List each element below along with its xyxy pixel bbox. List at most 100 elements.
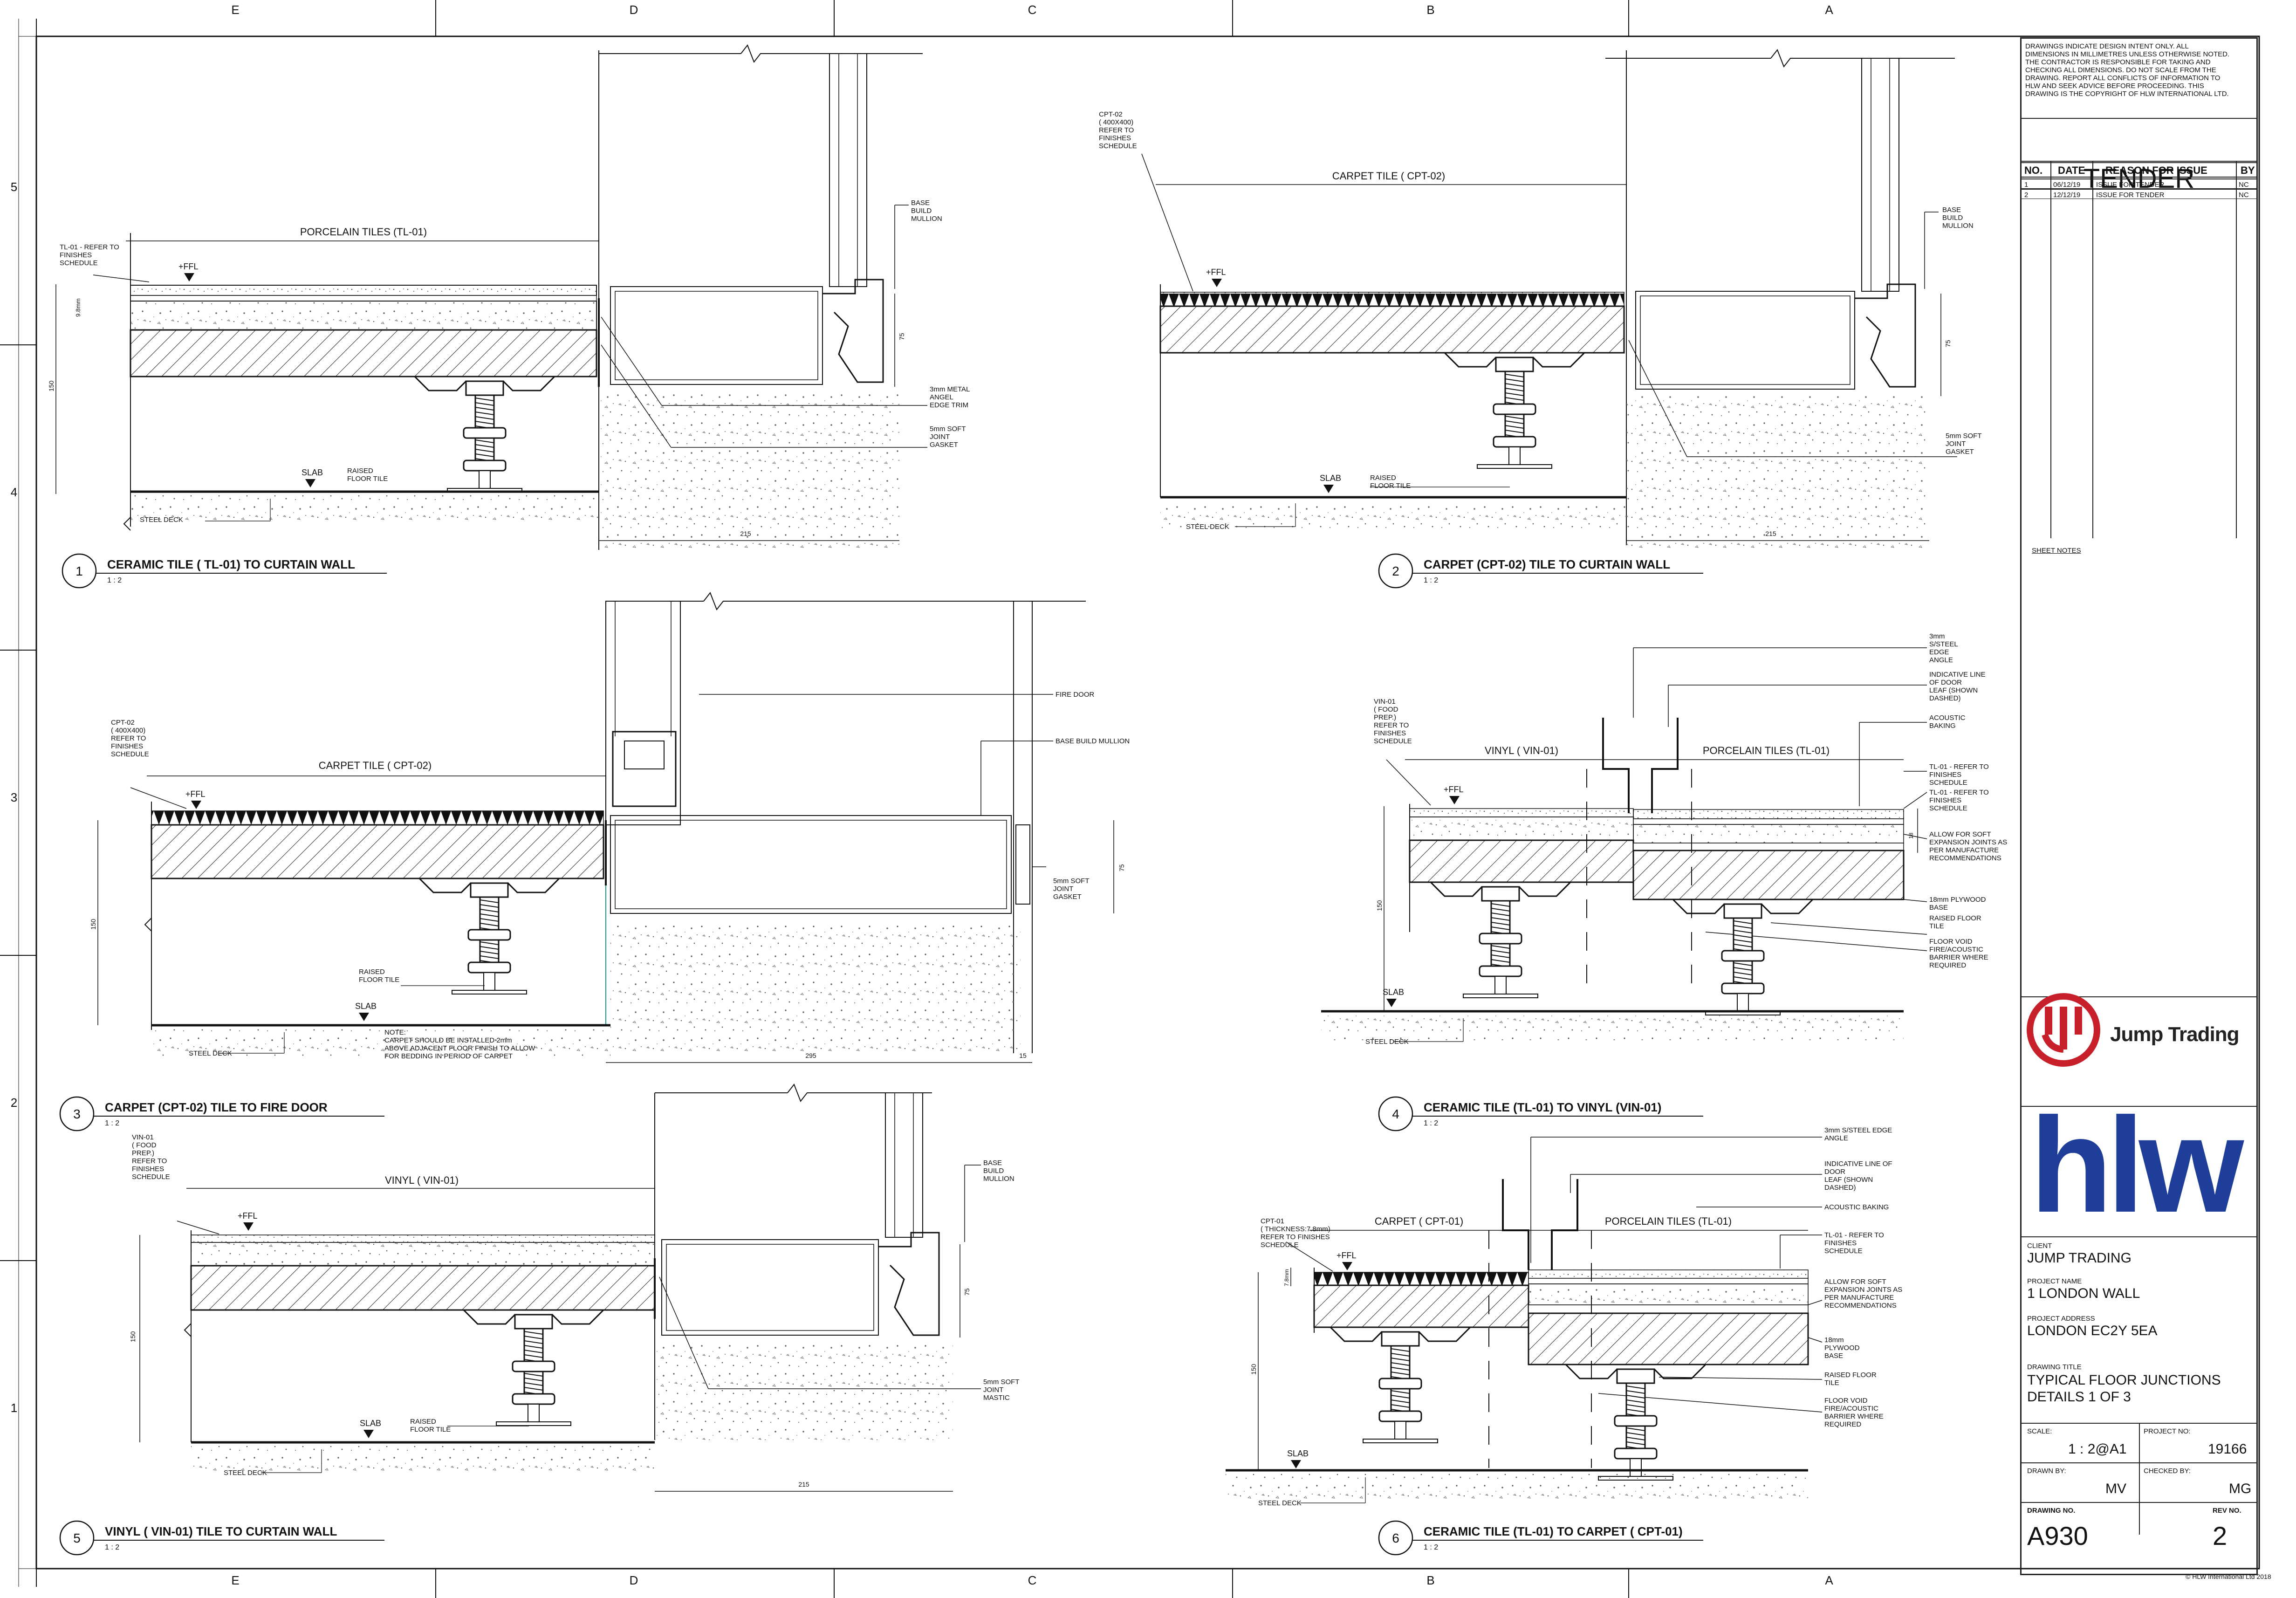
grid-column-label: B <box>1426 3 1434 17</box>
plywood-note: BASE <box>1824 1352 1843 1360</box>
revision-reason: ISSUE FOR TENDER <box>2096 181 2165 189</box>
detail-number-bubble <box>1378 1520 1413 1556</box>
grid-column-label: E <box>231 1573 239 1587</box>
edge-trim-note: EDGE TRIM <box>930 401 968 409</box>
mullion-note: BASE <box>911 199 930 207</box>
plywood-note: BASE <box>1929 904 1948 912</box>
project-no-value: 19166 <box>2208 1441 2247 1457</box>
rev-header-date: DATE <box>2058 165 2085 176</box>
raised-floor-note: TILE <box>1929 922 1944 930</box>
grid-column-label: D <box>630 1573 638 1587</box>
grid-column-label: C <box>1028 3 1037 17</box>
cpt01-note: ( THICKNESS:7.8mm) <box>1261 1225 1330 1233</box>
grid-column-label: B <box>1426 1573 1434 1587</box>
ffl-level-marker <box>243 1222 254 1231</box>
detail-number-bubble <box>59 1096 95 1132</box>
door-leaf-note: DASHED) <box>1929 694 1961 702</box>
acoustic-note: ACOUSTIC <box>1929 714 1966 722</box>
mullion-note: BASE <box>983 1159 1002 1167</box>
steel-deck-label: STEEL DECK <box>224 1469 267 1477</box>
drawing-no-divider <box>2022 1502 2256 1503</box>
finish-label: PORCELAIN TILES (TL-01) <box>1605 1215 1732 1227</box>
slab-level-marker <box>305 479 315 487</box>
mullion-note: BUILD <box>911 207 932 215</box>
finish-label: PORCELAIN TILES (TL-01) <box>300 226 427 238</box>
scale-col-divider <box>2139 1423 2140 1535</box>
floor-pedestal <box>1672 898 1814 1015</box>
revision-reason: ISSUE FOR TENDER <box>2096 191 2165 199</box>
disclaimer-line: DIMENSIONS IN MILLIMETRES UNLESS OTHERWI… <box>2025 50 2230 58</box>
rev-header-by: BY <box>2241 165 2255 176</box>
slab-level-marker <box>363 1430 374 1438</box>
detail-3-carpet-to-fire-door <box>97 591 1114 1063</box>
detail-scale: 1 : 2 <box>107 576 122 584</box>
title-block: DRAWINGS INDICATE DESIGN INTENT ONLY. AL… <box>2020 37 2258 1575</box>
gasket-note: GASKET <box>1053 893 1082 901</box>
detail-number-bubble <box>59 1520 95 1556</box>
vin01-note: VIN-01 <box>1374 698 1396 706</box>
floor-pedestal <box>1565 1364 1707 1481</box>
slab-label: SLAB <box>355 1001 377 1011</box>
detail-title: VINYL ( VIN-01) TILE TO CURTAIN WALL <box>105 1524 337 1538</box>
scale-label: SCALE: <box>2027 1427 2052 1435</box>
dimension: 9.8mm <box>75 298 82 317</box>
dimension: 15 <box>1019 1052 1027 1059</box>
vin01-note: SCHEDULE <box>132 1173 170 1181</box>
checked-by-value: MG <box>2229 1481 2252 1496</box>
edge-trim-note: ANGEL <box>930 393 953 401</box>
detail-scale: 1 : 2 <box>1424 1543 1438 1551</box>
drawing-title-line-2: DETAILS 1 OF 3 <box>2027 1389 2131 1405</box>
dimension: 215 <box>1765 530 1776 537</box>
acoustic-note: ACOUSTIC BAKING <box>1824 1203 1889 1211</box>
gasket-note: JOINT <box>930 433 950 441</box>
expansion-note: EXPANSION JOINTS AS <box>1929 838 2007 846</box>
detail-5-vinyl-to-curtain-wall <box>139 1083 981 1492</box>
client-logo-panel: Jump Trading <box>2022 993 2256 1145</box>
dimension: 295 <box>805 1052 816 1059</box>
expansion-note: ALLOW FOR SOFT <box>1824 1278 1886 1286</box>
firm-logo-panel: hlw <box>2022 1097 2256 1246</box>
detail-scale: 1 : 2 <box>105 1119 119 1127</box>
carpet-note: ABOVE ADJACENT FLOOR FINISH TO ALLOW <box>384 1044 535 1052</box>
detail-number: 6 <box>1392 1531 1399 1545</box>
scale-value: 1 : 2@A1 <box>2068 1441 2127 1457</box>
drawn-by-label: DRAWN BY: <box>2027 1467 2066 1475</box>
cpt02-note: SCHEDULE <box>111 750 149 758</box>
raised-floor-note: TILE <box>1824 1379 1839 1387</box>
status-divider <box>2022 162 2256 163</box>
door-leaf-note: DASHED) <box>1824 1184 1856 1192</box>
door-leaf-note: OF DOOR <box>1929 679 1962 686</box>
floor-void-note: FIRE/ACOUSTIC <box>1929 946 1983 953</box>
detail-2-carpet-to-curtain-wall <box>1141 48 1957 550</box>
floor-void-note: FLOOR VOID <box>1824 1397 1868 1405</box>
client-value: JUMP TRADING <box>2027 1250 2132 1266</box>
ffl-label: +FFL <box>1336 1251 1357 1260</box>
slab-level-marker <box>1323 485 1334 493</box>
ffl-level-marker <box>184 273 194 281</box>
mastic-note: 5mm SOFT <box>983 1378 1020 1386</box>
project-name-label: PROJECT NAME <box>2027 1277 2082 1285</box>
disclaimer-line: HLW AND SEEK ADVICE BEFORE PROCEEDING. T… <box>2025 82 2204 90</box>
finish-label: VINYL ( VIN-01) <box>385 1174 459 1186</box>
tl01-note: SCHEDULE <box>1929 804 1967 812</box>
mullion-note: BUILD <box>983 1167 1004 1175</box>
project-address-label: PROJECT ADDRESS <box>2027 1315 2095 1323</box>
ffl-label: +FFL <box>178 262 199 271</box>
ffl-label: +FFL <box>185 789 206 799</box>
floor-void-note: BARRIER WHERE <box>1929 953 1988 961</box>
tl01-note: FINISHES <box>1929 796 1961 804</box>
detail-title: CERAMIC TILE (TL-01) TO CARPET ( CPT-01) <box>1424 1524 1683 1538</box>
slab-label: SLAB <box>1383 988 1404 997</box>
fire-door-label: FIRE DOOR <box>1055 691 1095 699</box>
vin01-note: FINISHES <box>1374 729 1406 737</box>
detail-number-bubble <box>1378 1096 1413 1132</box>
cpt02-note: SCHEDULE <box>1099 142 1137 150</box>
gasket-note: 5mm SOFT <box>930 425 966 433</box>
detail-title: CARPET (CPT-02) TILE TO CURTAIN WALL <box>1424 557 1670 571</box>
door-leaf-note: LEAF (SHOWN <box>1929 686 1978 694</box>
finish-label: CARPET TILE ( CPT-02) <box>319 760 432 771</box>
revision-by: NC <box>2239 181 2249 189</box>
